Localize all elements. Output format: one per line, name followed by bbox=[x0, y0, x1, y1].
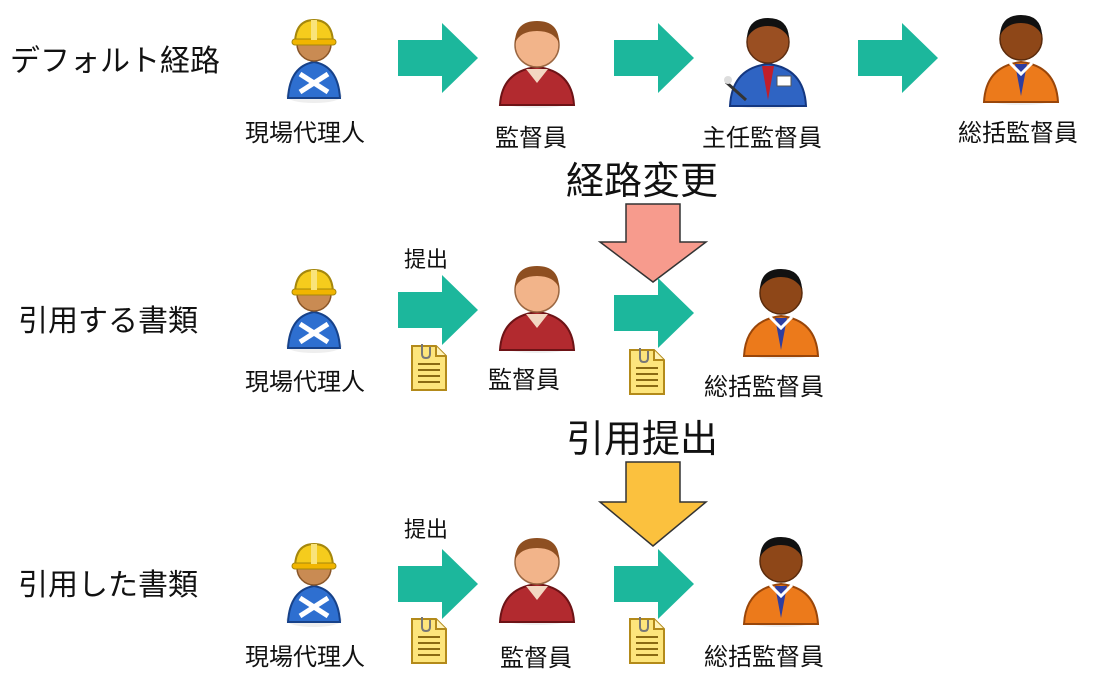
submit-label: 提出 bbox=[404, 518, 449, 543]
node-label-worker: 現場代理人 bbox=[245, 119, 365, 147]
flow-arrow-icon bbox=[858, 23, 938, 93]
supervisor-icon bbox=[496, 13, 578, 109]
chief-supervisor-icon bbox=[722, 10, 812, 110]
node-label-general-supervisor: 総括監督員 bbox=[704, 643, 824, 671]
node-label-general-supervisor: 総括監督員 bbox=[958, 119, 1078, 147]
worker-icon bbox=[282, 12, 346, 104]
supervisor-icon bbox=[496, 258, 578, 354]
row-label-citing-document: 引用する書類 bbox=[18, 304, 198, 339]
transition-label-route-change: 経路変更 bbox=[566, 159, 719, 203]
worker-icon bbox=[282, 536, 346, 628]
node-label-supervisor: 監督員 bbox=[488, 366, 560, 394]
flow-arrow-icon bbox=[398, 549, 478, 619]
document-icon bbox=[628, 617, 666, 665]
worker-icon bbox=[282, 262, 346, 354]
flow-arrow-icon bbox=[614, 278, 694, 348]
flow-arrow-icon bbox=[398, 275, 478, 345]
down-arrow-icon bbox=[597, 203, 709, 283]
document-icon bbox=[628, 348, 666, 396]
down-arrow-icon bbox=[597, 461, 709, 547]
flow-arrow-icon bbox=[398, 23, 478, 93]
node-label-chief-supervisor: 主任監督員 bbox=[702, 124, 822, 152]
node-label-supervisor: 監督員 bbox=[500, 644, 572, 672]
general-supervisor-icon bbox=[980, 8, 1062, 106]
row-label-cited-document: 引用した書類 bbox=[18, 568, 198, 603]
document-icon bbox=[410, 344, 448, 392]
general-supervisor-icon bbox=[740, 262, 822, 360]
submit-label: 提出 bbox=[404, 248, 449, 273]
node-label-general-supervisor: 総括監督員 bbox=[704, 373, 824, 401]
flow-arrow-icon bbox=[614, 549, 694, 619]
general-supervisor-icon bbox=[740, 530, 822, 628]
document-icon bbox=[410, 617, 448, 665]
transition-label-citation-submit: 引用提出 bbox=[566, 417, 719, 461]
node-label-worker: 現場代理人 bbox=[245, 643, 365, 671]
supervisor-icon bbox=[496, 530, 578, 626]
node-label-worker: 現場代理人 bbox=[245, 368, 365, 396]
flow-arrow-icon bbox=[614, 23, 694, 93]
node-label-supervisor: 監督員 bbox=[495, 124, 567, 152]
row-label-default-route: デフォルト経路 bbox=[10, 44, 220, 79]
